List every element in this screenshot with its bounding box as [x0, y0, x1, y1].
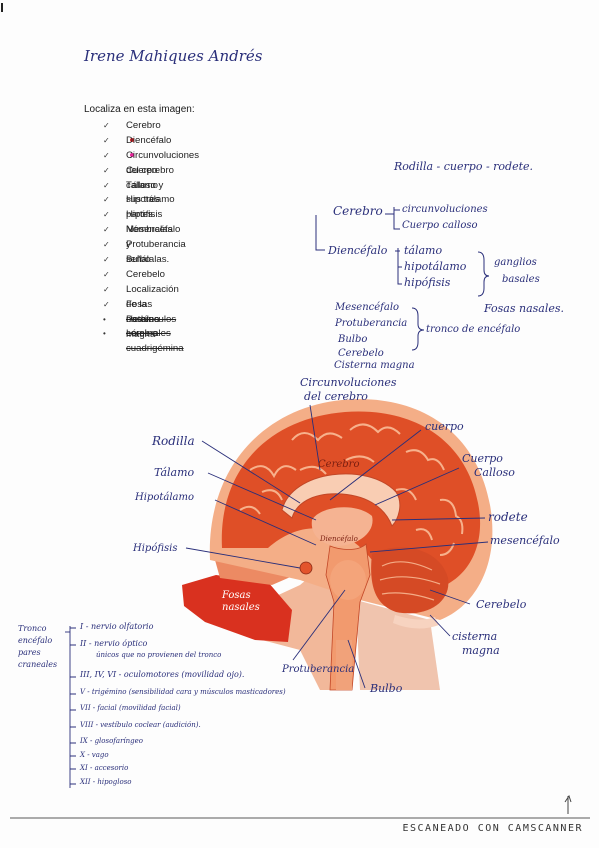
- nerve-item: VIII - vestíbulo coclear (audición).: [80, 721, 201, 729]
- label-cuerpo-calloso-1: Cuerpo: [462, 452, 503, 465]
- bullet: •: [103, 314, 106, 324]
- check-mark: ✓: [103, 180, 110, 190]
- nerve-item: I - nervio olfatorio: [80, 622, 154, 631]
- cranial-bracket: [65, 626, 76, 788]
- leader-lines: [185, 404, 489, 689]
- bullet: •: [103, 329, 106, 339]
- check-mark: ✓: [103, 299, 110, 309]
- nerve-item: XII - hipogloso: [80, 778, 132, 786]
- nerve-item: II - nervio óptico: [80, 639, 148, 648]
- item-text: Localización de la cisterna magna: [126, 283, 179, 340]
- label-cerebelo: Cerebelo: [476, 598, 527, 611]
- label-protuberancia: Protuberancia: [282, 664, 355, 675]
- nerve-item: IX - glosofaríngeo: [80, 737, 143, 745]
- nerve-item: III, IV, VI - oculomotores (movilidad oj…: [80, 670, 245, 679]
- item-text: Mesencéfalo: [126, 224, 181, 236]
- label-rodete: rodete: [488, 510, 528, 524]
- label-hipofisis: Hipófisis: [133, 543, 178, 554]
- note-hipofisis: hipófisis: [404, 276, 451, 289]
- note-ganglios: ganglios: [494, 257, 537, 268]
- check-mark: ✓: [103, 255, 110, 265]
- cranial-heading-3: pares: [18, 648, 41, 657]
- label-fosas-2: nasales: [222, 602, 260, 613]
- nerve-item: V - trigémino (sensibilidad cara y múscu…: [80, 688, 286, 696]
- nerve-item: X - vago: [80, 751, 109, 759]
- check-mark: ✓: [103, 284, 110, 294]
- label-circunvoluciones-1: Circunvoluciones: [300, 376, 397, 389]
- notes-brackets: [315, 207, 490, 351]
- note-cerebro: Cerebro: [333, 204, 383, 218]
- check-mark: ✓: [103, 165, 110, 175]
- nerve-item: XI - accesorio: [80, 764, 129, 772]
- label-rodilla: Rodilla: [152, 434, 195, 448]
- label-cerebro-inside: Cerebro: [318, 459, 360, 470]
- item-text: Cuerpo calloso y sus tres partes. Nómbra…: [126, 164, 173, 266]
- note-diencefalo: Diencéfalo: [328, 244, 388, 257]
- note-cuerpo-calloso: Cuerpo calloso: [402, 220, 478, 231]
- callosum-parts-note: Rodilla - cuerpo - rodete.: [394, 160, 534, 173]
- note-fosas: Fosas nasales.: [484, 302, 565, 315]
- label-cuerpo: cuerpo: [425, 420, 464, 433]
- cranial-heading-4: craneales: [18, 660, 58, 669]
- check-mark: ✓: [103, 150, 110, 160]
- item-text: Circunvoluciones del cerebro: [126, 149, 200, 176]
- label-talamo: Tálamo: [154, 466, 195, 479]
- item-text: Protuberancia: [126, 239, 186, 251]
- check-mark: ✓: [103, 240, 110, 250]
- item-text: Tálamo: [126, 179, 158, 191]
- note-bulbo: Bulbo: [338, 334, 368, 345]
- nerve-item: VII - facial (movilidad facial): [80, 704, 181, 712]
- note-protuberancia: Protuberancia: [335, 318, 408, 329]
- label-diencefalo-inside: Diencéfalo: [320, 535, 358, 543]
- note-cerebelo: Cerebelo: [338, 348, 384, 359]
- label-cuerpo-calloso-2: Calloso: [474, 466, 515, 479]
- label-hipotalamo: Hipotálamo: [135, 492, 194, 503]
- note-basales: basales: [502, 274, 540, 285]
- item-text: Hipófisis: [126, 209, 163, 221]
- item-text: Fosas nasales: [126, 298, 160, 325]
- check-mark: ✓: [103, 135, 110, 145]
- label-bulbo: Bulbo: [370, 682, 403, 695]
- item-text: Lámina cuadrigémina: [126, 328, 184, 355]
- label-mesencefalo: mesencéfalo: [490, 534, 560, 547]
- item-text: Cerebelo: [126, 268, 165, 280]
- item-text: Cerebro: [126, 120, 161, 131]
- note-tronco: tronco de encéfalo: [426, 324, 521, 335]
- nerve-note: únicos que no provienen del tronco: [96, 651, 222, 659]
- label-fosas-1: Fosas: [222, 590, 251, 601]
- scanner-watermark: ESCANEADO CON CAMSCANNER: [402, 823, 583, 834]
- item-text: Pedúnculos cerebrales: [126, 313, 177, 340]
- check-mark: ✓: [103, 210, 110, 220]
- brain-sagittal-section: [182, 399, 493, 691]
- label-cisterna-2: magna: [462, 644, 500, 657]
- check-mark: ✓: [103, 195, 110, 205]
- note-talamo: tálamo: [404, 244, 443, 257]
- item-text: Bulbo: [126, 254, 151, 266]
- cranial-heading-2: encéfalo: [18, 636, 53, 645]
- label-cisterna-1: cisterna: [452, 630, 498, 643]
- pink-dot-icon: [130, 153, 134, 158]
- note-hipotalamo: hipotálamo: [404, 260, 467, 273]
- item-text: Hipotálamo: [126, 194, 175, 206]
- label-circunvoluciones-2: del cerebro: [304, 390, 368, 403]
- author-name: Irene Mahiques Andrés: [84, 47, 263, 65]
- note-cisterna: Cisterna magna: [334, 360, 415, 371]
- note-mesencefalo: Mesencéfalo: [335, 302, 400, 313]
- item-text: Diencéfalo: [126, 134, 172, 146]
- cranial-heading-1: Tronco: [18, 624, 47, 633]
- check-mark: ✓: [103, 121, 110, 130]
- check-mark: ✓: [103, 269, 110, 279]
- intro-text: Localiza en esta imagen:: [84, 104, 195, 115]
- check-mark: ✓: [103, 225, 110, 235]
- note-circunvoluciones: circunvoluciones: [402, 204, 488, 215]
- red-dot-icon: [130, 138, 134, 143]
